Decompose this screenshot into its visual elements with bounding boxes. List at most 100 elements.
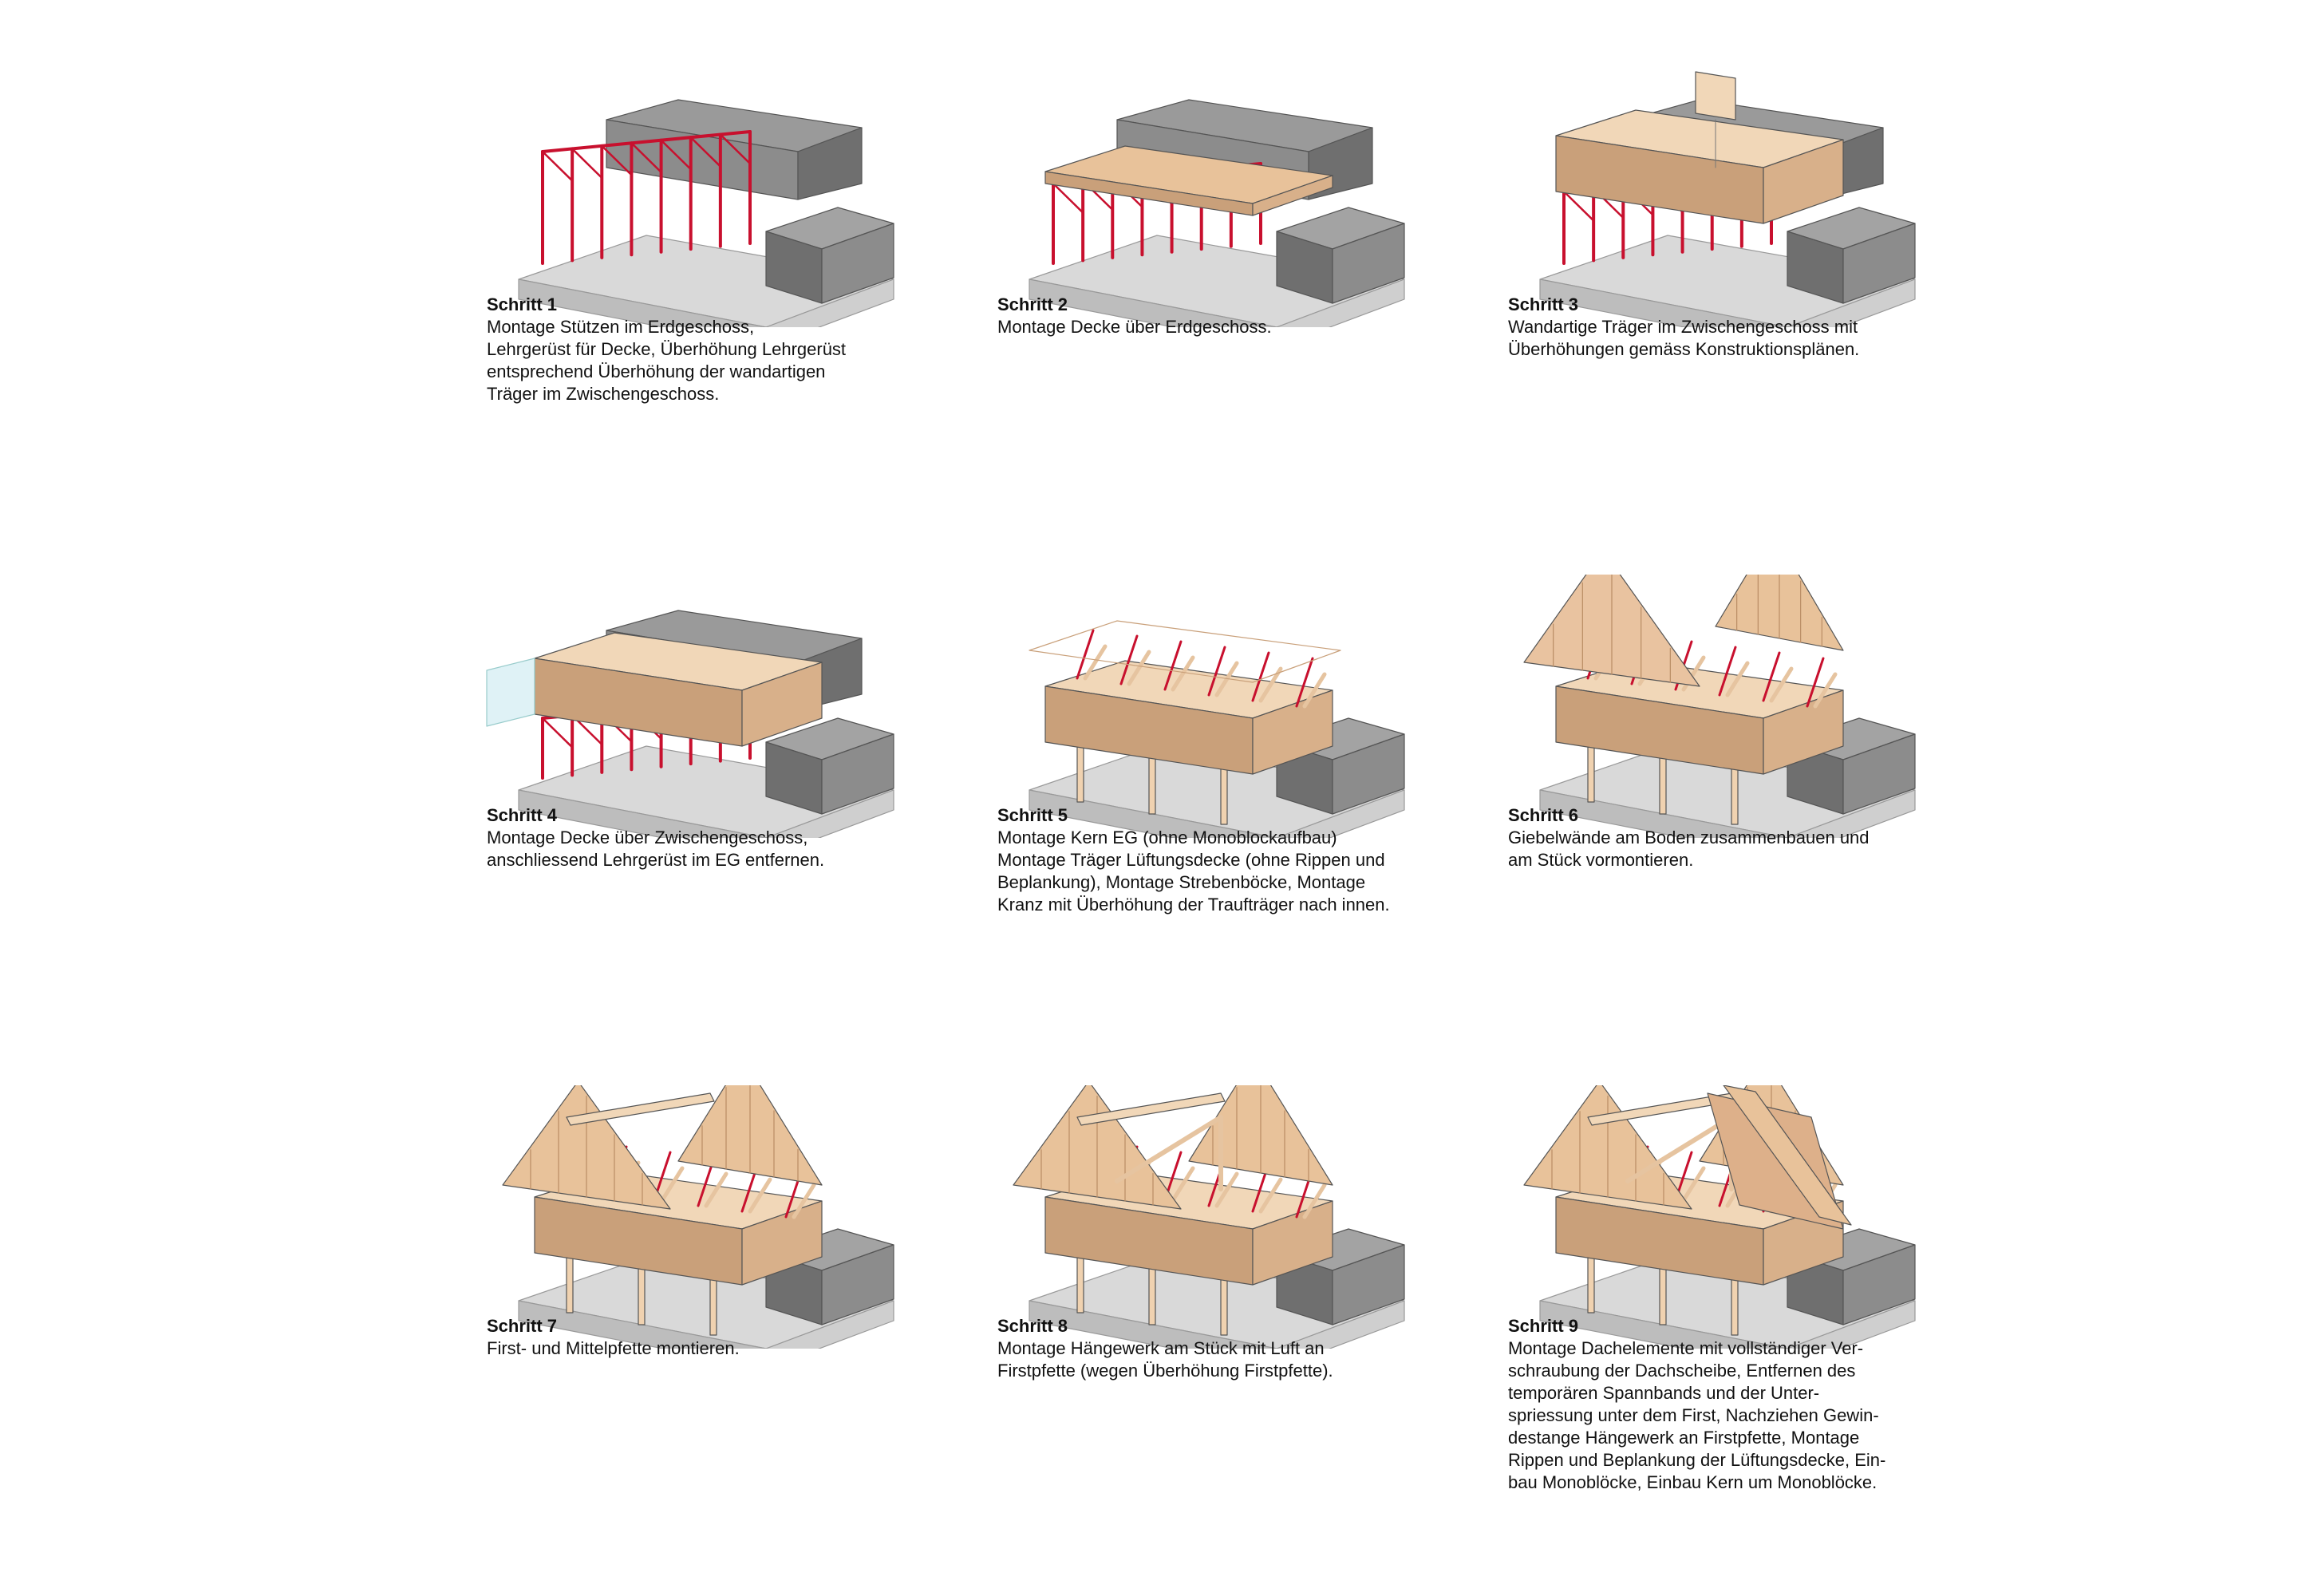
step-illustration [1013, 1085, 1405, 1349]
tie-rod [1251, 651, 1270, 702]
tie-rod [1163, 640, 1183, 691]
step-title: Schritt 4 [487, 805, 558, 825]
base-plate-side [1787, 279, 1916, 327]
step-description-line: Rippen und Beplankung der Lüftungsdecke,… [1508, 1450, 1886, 1470]
step-description-line: Montage Dachelemente mit vollständiger V… [1508, 1338, 1864, 1358]
base-plate [518, 745, 894, 838]
mezzanine-storey [1044, 660, 1333, 775]
annex-side [1842, 733, 1916, 815]
strut [1725, 661, 1750, 697]
step-5: Schritt 5 Montage Kern EG (ohne Monoblock… [958, 575, 1468, 1085]
tie-rod [1718, 646, 1737, 697]
ridge-purlin [566, 1092, 715, 1126]
ring-beam [1029, 620, 1341, 683]
strut [1214, 661, 1239, 697]
strut [1769, 666, 1794, 703]
step-description-line: Kranz mit Überhöhung der Traufträger nac… [997, 895, 1390, 915]
step-title: Schritt 3 [1508, 294, 1579, 314]
gable-wall-left [1523, 575, 1700, 687]
annex-side [821, 733, 894, 815]
step-description-line: am Stück vormontieren. [1508, 850, 1694, 870]
mezzanine-storey-side [1252, 1200, 1333, 1286]
gable-wall-right [1188, 1085, 1333, 1186]
base-plate-side [765, 279, 894, 327]
base-plate-side [1276, 789, 1405, 838]
step-illustration [1029, 620, 1405, 838]
scaffold-brace [689, 136, 722, 168]
step-title: Schritt 7 [487, 1316, 558, 1336]
step-description-line: anschliessend Lehrgerüst im EG entfernen… [487, 850, 825, 870]
step-description-line: Montage Hängewerk am Stück mit Luft an [997, 1338, 1325, 1358]
tie-rod [1119, 634, 1139, 685]
strut [1171, 1166, 1195, 1203]
base-plate-side [1787, 789, 1916, 838]
scaffold-brace [601, 144, 633, 176]
scaffold-brace [630, 142, 662, 173]
step-title: Schritt 5 [997, 805, 1068, 825]
step-description-line: First- und Mittelpfette montieren. [487, 1338, 740, 1358]
mezzanine-storey-side [741, 662, 823, 747]
timber-post [1076, 741, 1084, 803]
strut [1171, 655, 1195, 692]
purlins [566, 1092, 715, 1126]
step-title: Schritt 8 [997, 1316, 1068, 1336]
strut [1258, 666, 1283, 703]
wall-beams [1555, 109, 1844, 224]
annex-side [821, 223, 894, 304]
strut [748, 1177, 772, 1214]
step-description-line: temporären Spannbands und der Unter- [1508, 1383, 1820, 1403]
step-description-line: bau Monoblöcke, Einbau Kern um Monoblöck… [1508, 1472, 1877, 1492]
step-description-line: destange Hängewerk an Firstpfette, Monta… [1508, 1428, 1860, 1448]
step-description-line: Träger im Zwischengeschoss. [487, 384, 720, 404]
base-plate-side [765, 1300, 894, 1349]
strut [1302, 1183, 1327, 1219]
mezzanine-storey [534, 632, 823, 747]
base-plate-front [518, 789, 767, 838]
scaffold-brace [660, 139, 692, 171]
base-plate [518, 235, 894, 327]
step-title: Schritt 6 [1508, 805, 1579, 825]
step-description-line: Montage Decke über Erdgeschoss. [997, 317, 1272, 337]
annex-side [1842, 1244, 1916, 1325]
mezzanine-storey [1555, 660, 1844, 775]
step-caption: Schritt 4 Montage Decke über Zwischengesc… [487, 804, 934, 871]
strut [1813, 672, 1838, 709]
floor-slab [1044, 145, 1333, 216]
annex-side [1332, 223, 1405, 304]
strut [704, 1171, 728, 1208]
step-description-line: Beplankung), Montage Strebenböcke, Monta… [997, 872, 1366, 892]
step-description-line: Montage Decke über Zwischengeschoss, [487, 828, 808, 847]
annex-side [1332, 1244, 1405, 1325]
strut [1302, 672, 1327, 709]
step-description-line: Montage Stützen im Erdgeschoss, [487, 317, 755, 337]
roof-elements [1707, 1085, 1852, 1230]
annex-side [1842, 223, 1916, 304]
strut [1127, 650, 1151, 686]
strut [1681, 1166, 1706, 1203]
concrete-core [606, 99, 894, 304]
strut [660, 1166, 685, 1203]
tie-rod [1806, 657, 1825, 708]
roof-panel [1723, 1085, 1852, 1226]
gable-wall-right [1715, 575, 1844, 651]
annex-side [821, 1244, 894, 1325]
wall-beams-side [1763, 139, 1844, 224]
step-description-line: Montage Kern EG (ohne Monoblockaufbau) [997, 828, 1337, 847]
mezzanine-storey-side [741, 1200, 823, 1286]
step-description-line: schraubung der Dachscheibe, Entfernen de… [1508, 1361, 1856, 1381]
base-plate-side [765, 789, 894, 838]
strut [1083, 644, 1108, 681]
step-illustration [518, 99, 894, 327]
ridge-purlin [1076, 1092, 1226, 1126]
tie-rod [1295, 657, 1314, 708]
annex-side [1332, 733, 1405, 815]
scaffold-brace [1052, 182, 1084, 214]
mezzanine-storey-side [1252, 689, 1333, 775]
